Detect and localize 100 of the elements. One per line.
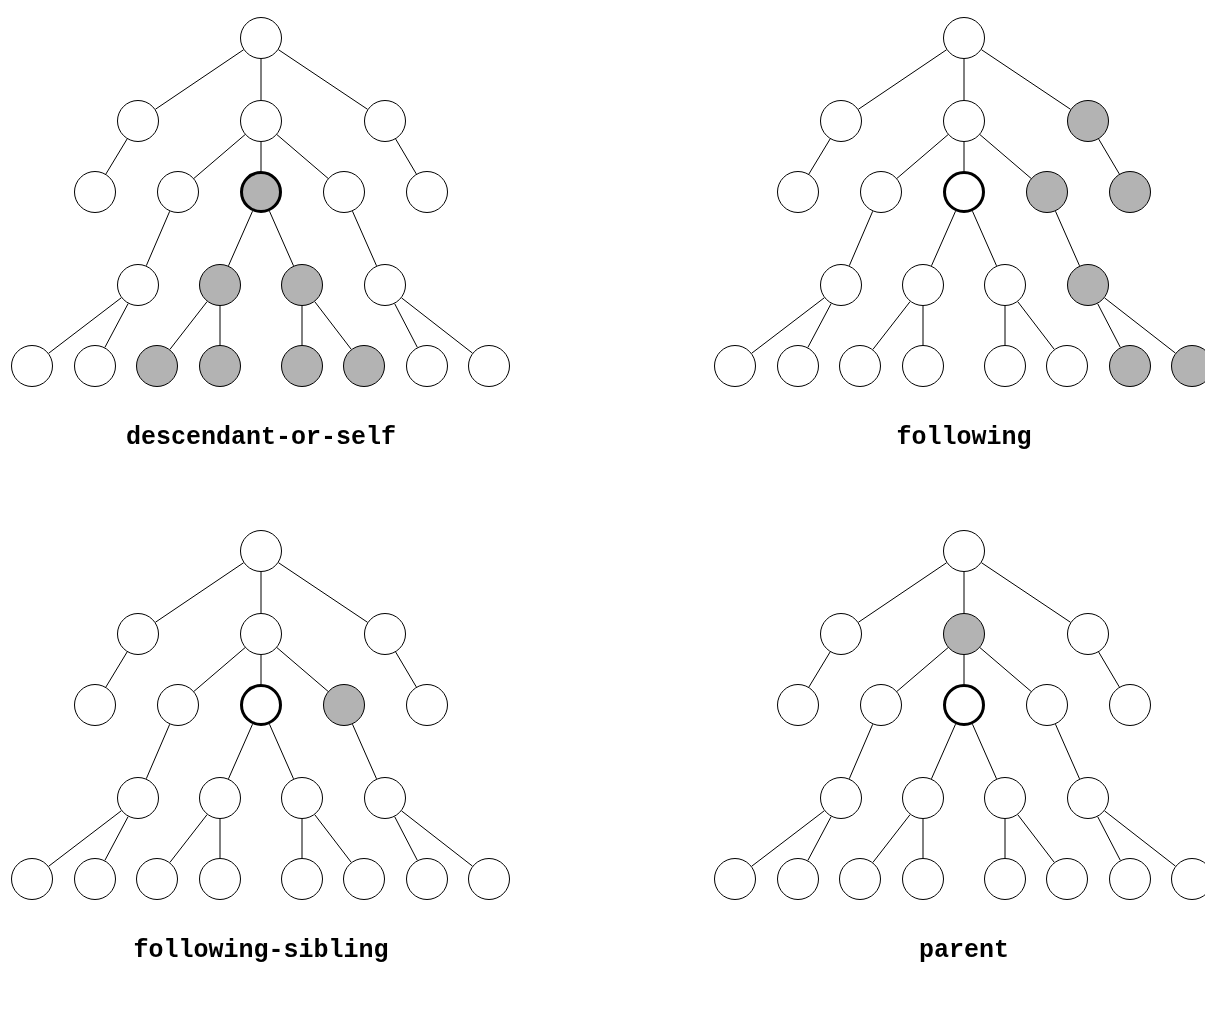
tree-node xyxy=(406,684,448,726)
tree-edge-line xyxy=(896,647,949,692)
bold-tree-node xyxy=(943,171,985,213)
tree-node xyxy=(74,171,116,213)
tree-node xyxy=(364,613,406,655)
tree-node xyxy=(777,684,819,726)
tree-edge-line xyxy=(1104,810,1176,867)
tree-edge-line xyxy=(401,810,473,867)
tree-edge-line xyxy=(808,651,831,688)
tree-edge-line xyxy=(154,49,245,110)
tree-edge-line xyxy=(1004,818,1006,859)
tree-edge-line xyxy=(154,562,245,623)
tree-node xyxy=(11,858,53,900)
tree-node xyxy=(157,171,199,213)
shaded-tree-node xyxy=(1026,171,1068,213)
tree-node xyxy=(820,613,862,655)
axis-name-caption: parent xyxy=(919,938,1009,963)
tree-edge-line xyxy=(314,301,352,350)
tree-node xyxy=(468,345,510,387)
tree-edge-line xyxy=(48,810,122,867)
tree-node xyxy=(984,264,1026,306)
tree-edge-line xyxy=(872,301,911,350)
tree-node xyxy=(1046,858,1088,900)
tree-node xyxy=(714,345,756,387)
shaded-tree-node xyxy=(136,345,178,387)
tree-node xyxy=(117,613,159,655)
tree-edge-line xyxy=(395,651,417,688)
tree-node xyxy=(199,858,241,900)
tree-edge-line xyxy=(260,571,262,614)
tree-node xyxy=(240,530,282,572)
tree-node xyxy=(199,777,241,819)
tree-edge-line xyxy=(301,818,303,859)
tree-node xyxy=(1109,858,1151,900)
tree-edge-line xyxy=(1097,816,1121,861)
tree-edge-line xyxy=(1098,651,1120,688)
tree-node xyxy=(1171,858,1205,900)
tree-edge-line xyxy=(963,141,965,172)
tree-edge-line xyxy=(193,134,246,179)
axis-name-caption: descendant-or-self xyxy=(126,425,396,450)
tree-edge-line xyxy=(896,134,949,179)
tree-node xyxy=(714,858,756,900)
tree-node xyxy=(74,858,116,900)
tree-edge-line xyxy=(751,810,825,867)
tree-edge-line xyxy=(979,647,1032,692)
tree-node xyxy=(281,858,323,900)
tree-edge-line xyxy=(219,305,221,346)
tree-edge-line xyxy=(260,654,262,685)
shaded-tree-node xyxy=(323,684,365,726)
shaded-tree-node xyxy=(1067,100,1109,142)
tree-node xyxy=(860,171,902,213)
tree-node xyxy=(777,858,819,900)
tree-edge-line xyxy=(395,138,417,175)
tree-edge-line xyxy=(169,301,208,350)
tree-node xyxy=(820,777,862,819)
tree-node xyxy=(281,777,323,819)
tree-node xyxy=(1067,613,1109,655)
tree-node xyxy=(1109,684,1151,726)
shaded-tree-node xyxy=(199,264,241,306)
shaded-tree-node xyxy=(199,345,241,387)
tree-edge-line xyxy=(48,297,122,354)
tree-node xyxy=(240,100,282,142)
shaded-tree-node xyxy=(1109,171,1151,213)
tree-edge-line xyxy=(922,818,924,859)
tree-edge-line xyxy=(394,303,418,348)
tree-edge-line xyxy=(1098,138,1120,175)
tree-node xyxy=(406,345,448,387)
tree-node xyxy=(406,858,448,900)
tree-edge-line xyxy=(277,562,369,623)
tree-edge-line xyxy=(105,651,128,688)
tree-node xyxy=(1046,345,1088,387)
tree-node xyxy=(902,777,944,819)
tree-node xyxy=(943,17,985,59)
tree-edge-line xyxy=(104,816,129,861)
tree-node xyxy=(984,777,1026,819)
tree-node xyxy=(1026,684,1068,726)
tree-node xyxy=(74,684,116,726)
bold-tree-node xyxy=(943,684,985,726)
tree-node xyxy=(860,684,902,726)
tree-node xyxy=(984,858,1026,900)
tree-edge-line xyxy=(1004,305,1006,346)
tree-edge-line xyxy=(314,814,352,863)
shaded-tree-node xyxy=(1109,345,1151,387)
tree-node xyxy=(943,530,985,572)
shaded-tree-node xyxy=(281,345,323,387)
tree-edge-line xyxy=(963,654,965,685)
tree-edge-line xyxy=(260,58,262,101)
shaded-tree-node xyxy=(1067,264,1109,306)
tree-edge-line xyxy=(808,138,831,175)
tree-edge-line xyxy=(260,141,262,172)
tree-edge-line xyxy=(980,562,1072,623)
tree-node xyxy=(240,17,282,59)
shaded-tree-node xyxy=(943,613,985,655)
tree-node xyxy=(839,345,881,387)
tree-edge-line xyxy=(857,562,948,623)
tree-node xyxy=(902,345,944,387)
tree-edge-line xyxy=(301,305,303,346)
tree-node xyxy=(117,264,159,306)
tree-node xyxy=(468,858,510,900)
tree-node xyxy=(117,100,159,142)
tree-node xyxy=(777,171,819,213)
